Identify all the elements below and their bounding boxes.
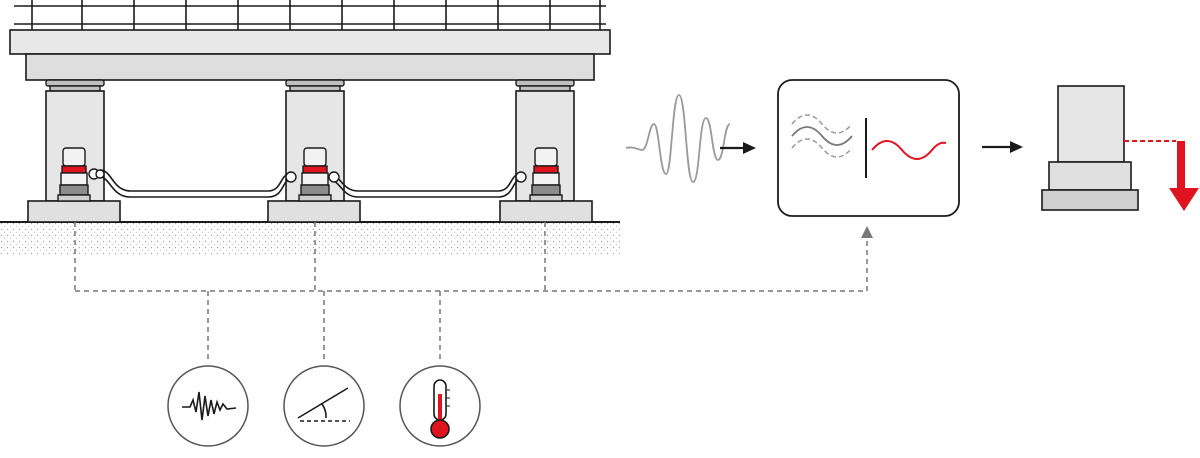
bridge-railing <box>14 0 606 30</box>
bearing-caps <box>45 79 575 92</box>
waveform-icon <box>182 391 237 421</box>
hydraulic-hoses <box>99 169 521 198</box>
signal-processing-unit <box>777 79 960 217</box>
input-signal-icon-upper <box>791 114 853 134</box>
tilt-sensor <box>283 365 365 447</box>
bridge-deck <box>9 29 611 81</box>
feedback-arrowhead <box>861 226 873 238</box>
sensor-wiring <box>74 222 868 360</box>
ground <box>0 221 620 255</box>
vibration-sensor <box>167 365 249 447</box>
arrow-to-processor <box>720 142 756 154</box>
displacement-arrow <box>1124 140 1199 211</box>
hydraulic-jack-left <box>57 147 105 202</box>
angle-icon <box>297 387 350 422</box>
input-signal-icon-lower <box>791 138 853 158</box>
seismic-wave-input <box>625 94 731 183</box>
input-signal-icon <box>791 126 853 146</box>
output-block <box>1041 85 1139 211</box>
hydraulic-jack-center <box>285 147 340 202</box>
hydraulic-jack-right <box>515 147 563 202</box>
temperature-sensor <box>399 365 481 447</box>
arrow-to-output <box>982 141 1023 153</box>
output-signal-icon <box>871 140 947 160</box>
thermometer-icon <box>430 379 450 439</box>
